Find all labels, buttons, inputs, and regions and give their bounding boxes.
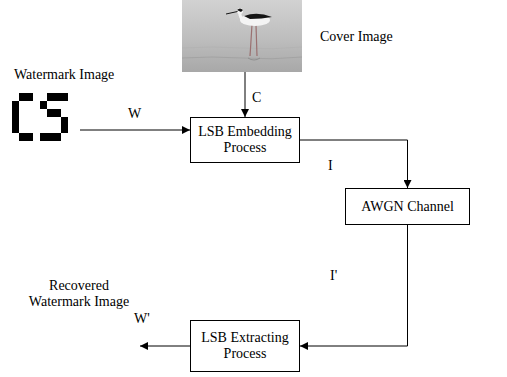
box-label: LSB Embedding Process: [196, 124, 294, 156]
flow-arrow: [300, 225, 408, 346]
image-node: Cover Image: [182, 0, 302, 72]
bird-reflection: [248, 58, 260, 60]
process-box: LSB Embedding Process: [190, 117, 300, 163]
water-ripple: [182, 57, 302, 59]
flow-arrow: [245, 72, 246, 117]
flow-arrow: [80, 130, 190, 131]
text-node: Recovered Watermark Image: [24, 278, 140, 352]
signal-label: I: [326, 158, 335, 174]
signal-label: C: [250, 90, 263, 106]
bird-wing: [244, 14, 272, 19]
water-ripple: [182, 47, 302, 49]
watermark-pixels: [12, 93, 68, 141]
image-caption: Cover Image: [320, 29, 393, 45]
bird-beak: [226, 12, 238, 15]
flow-arrow: [300, 140, 408, 188]
image-caption: Watermark Image: [14, 67, 114, 83]
bird-leg: [256, 25, 257, 56]
bird-cap: [237, 9, 243, 13]
cover-photo: [182, 0, 302, 72]
node-caption: Recovered Watermark Image: [24, 278, 134, 310]
pixel-letters: [12, 93, 68, 141]
flow-arrow: [140, 346, 190, 347]
process-box: AWGN Channel: [345, 188, 470, 225]
bird-leg: [250, 25, 252, 56]
photo-ground: [182, 0, 302, 72]
process-box: LSB Extracting Process: [190, 320, 300, 372]
signal-label: I': [328, 268, 339, 284]
signal-label: W': [132, 311, 152, 327]
bird-head: [237, 8, 243, 14]
box-label: AWGN Channel: [351, 199, 464, 215]
image-node: Watermark Image: [8, 90, 80, 142]
box-label: LSB Extracting Process: [196, 330, 294, 362]
signal-label: W: [126, 106, 143, 122]
